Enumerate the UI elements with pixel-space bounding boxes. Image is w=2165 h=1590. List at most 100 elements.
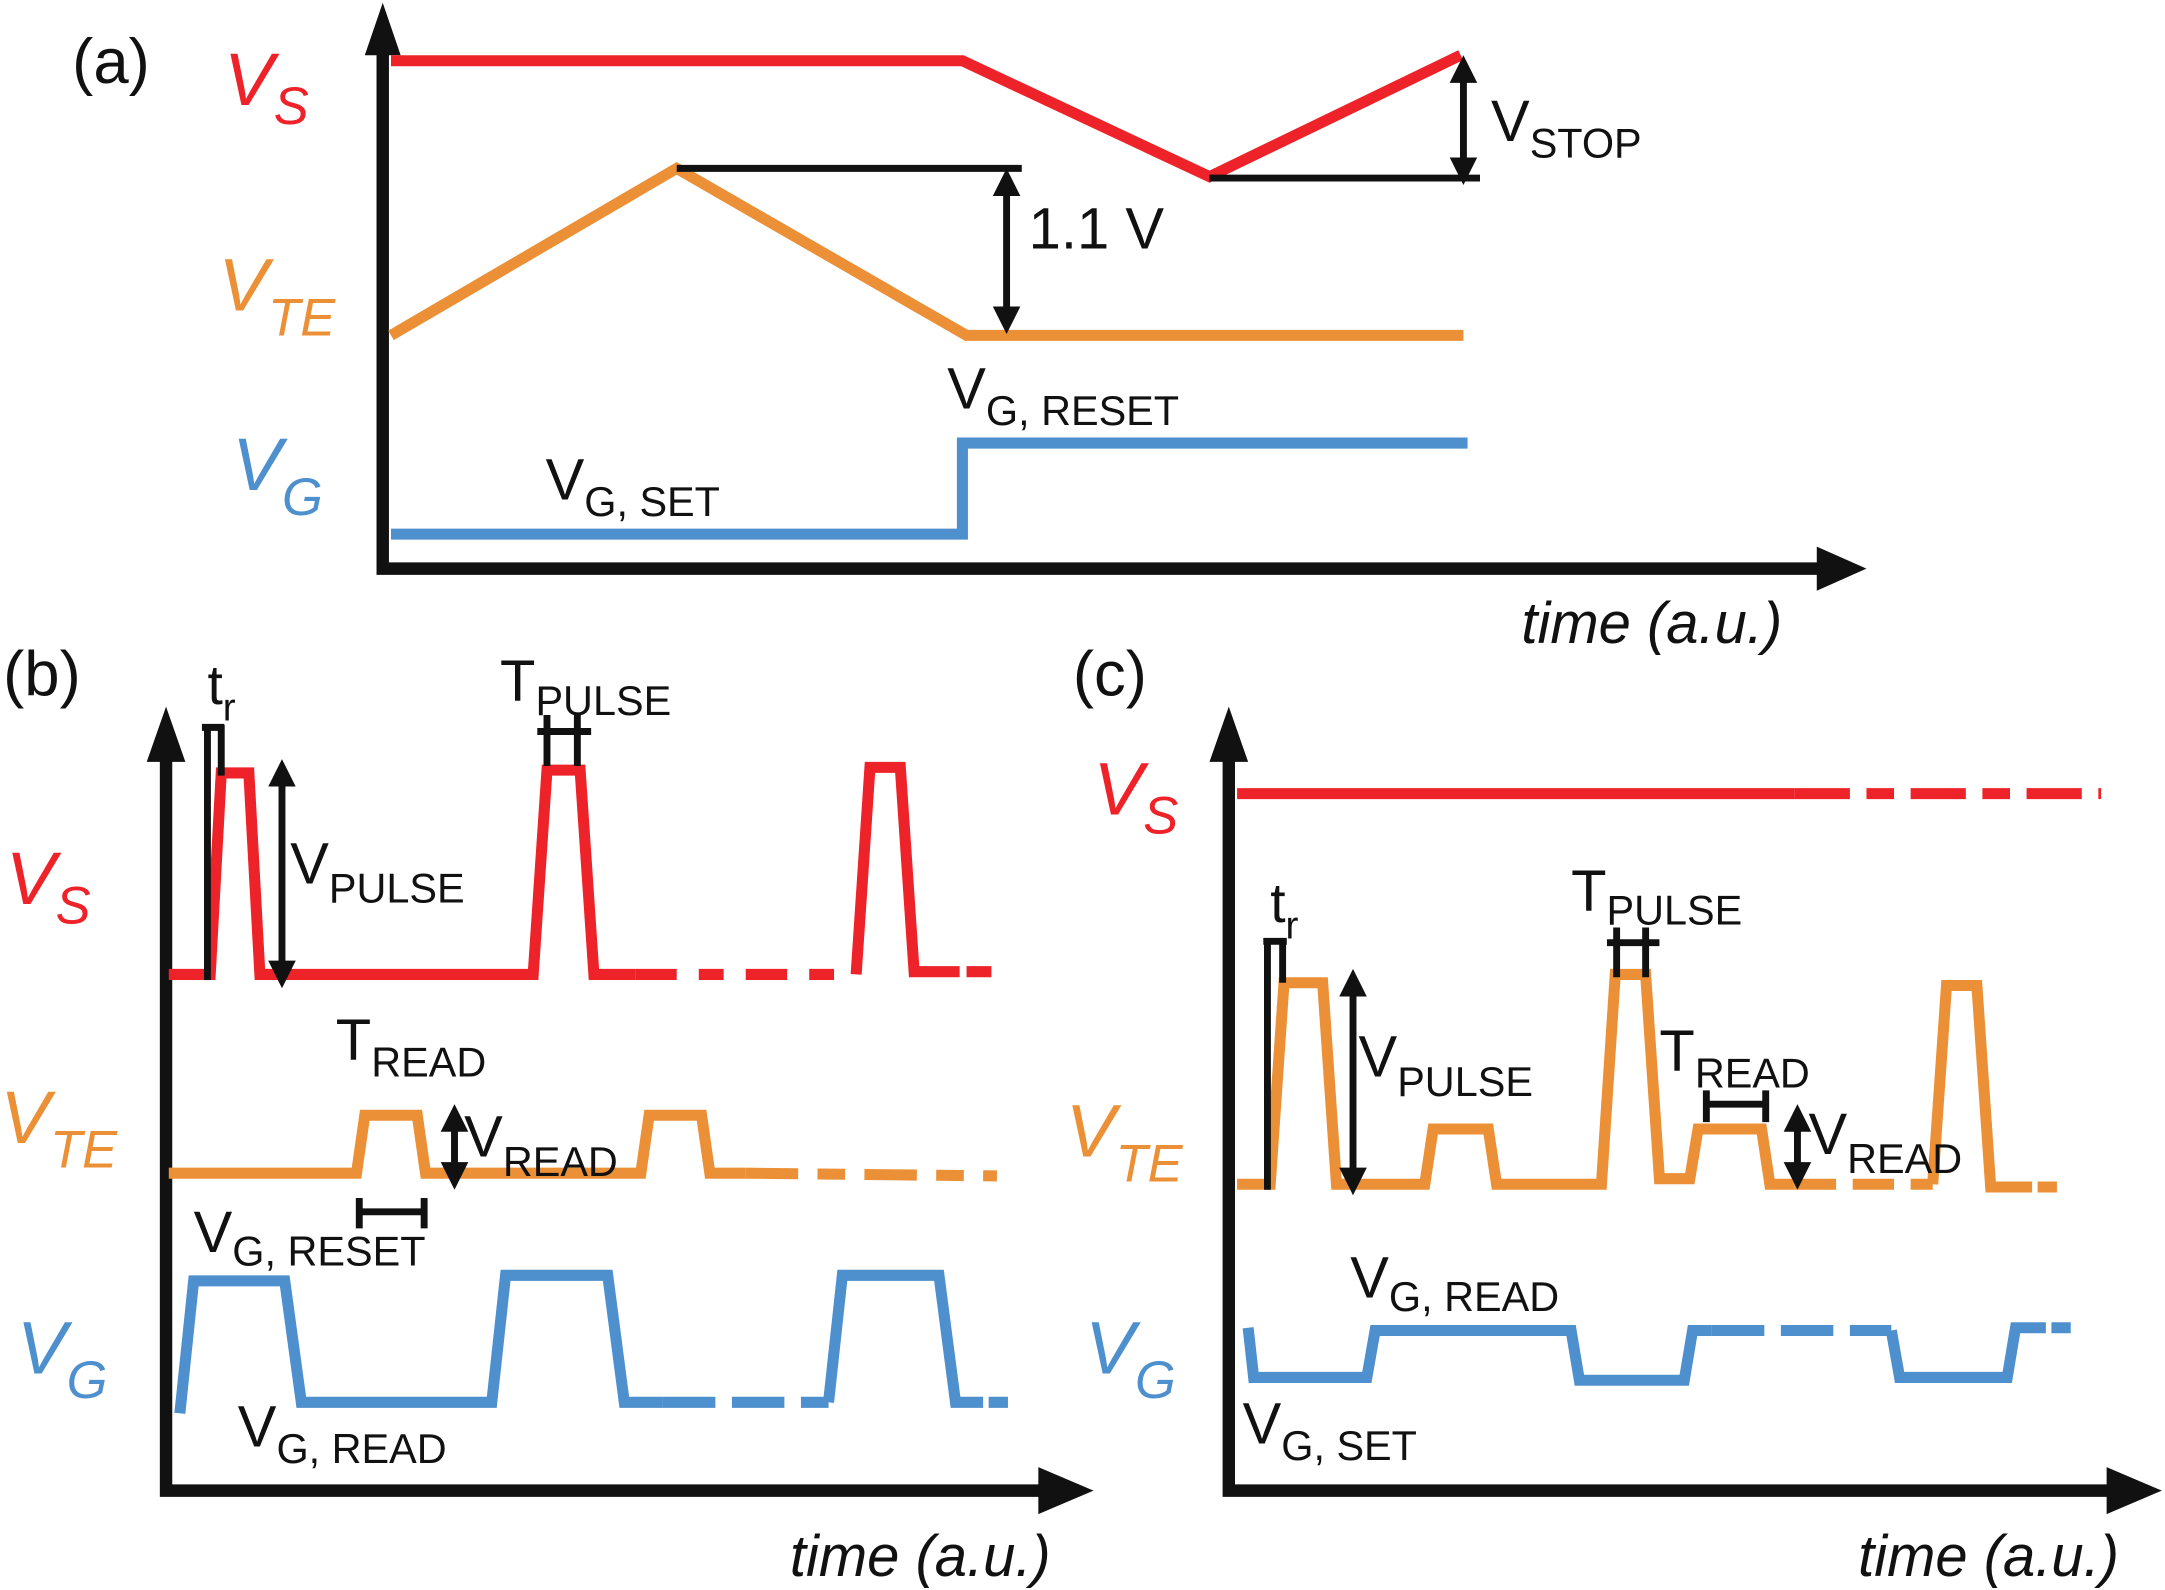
b-tpulse-sub: PULSE <box>535 678 671 724</box>
b-vread-v: V <box>464 1106 503 1170</box>
c-vgread-v: V <box>1350 1246 1389 1310</box>
c-vread-sub: READ <box>1847 1136 1962 1182</box>
vg-sub: G <box>282 469 323 527</box>
vstop-sub: STOP <box>1530 120 1642 166</box>
panel-b-x-arrowhead <box>1038 1467 1094 1515</box>
panel-a-vstop-label: VSTOP <box>1491 90 1642 167</box>
c-vgset-sub: G, SET <box>1281 1423 1417 1469</box>
panel-c-vg-read-label: VG, READ <box>1350 1246 1559 1320</box>
panel-a-xlabel: time (a.u.) <box>1521 592 1782 656</box>
c-vg-v: V <box>1085 1306 1141 1389</box>
vs-sub: S <box>274 78 309 136</box>
panel-b-y-arrowhead <box>146 706 186 762</box>
c-vgread-sub: G, READ <box>1389 1274 1559 1320</box>
c-tread-sub: READ <box>1695 1051 1810 1097</box>
panel-c-waves <box>1237 788 2102 1386</box>
c-vte-v: V <box>1066 1090 1122 1173</box>
panel-c-vte-wave-pulse3 <box>1927 979 2033 1193</box>
panel-b-tpulse-label: TPULSE <box>500 650 671 724</box>
b-vgread-sub: G, READ <box>276 1426 446 1472</box>
c-vpulse-sub: PULSE <box>1397 1059 1533 1105</box>
vg-v: V <box>232 423 288 506</box>
b-vg-sub: G <box>67 1352 108 1410</box>
b-vs-sub: S <box>56 877 91 935</box>
panel-c-tread-label: TREAD <box>1659 1020 1809 1097</box>
panel-a: (a) time (a.u.) VS VTE VG 1.1 V VSTOP VG… <box>72 2 1867 656</box>
panel-a-x-arrowhead <box>1816 546 1867 591</box>
panel-b-tr-label: tr <box>207 654 235 730</box>
panel-c-tag: (c) <box>1073 640 1147 710</box>
panel-c-vg-wave <box>1242 1325 1712 1386</box>
panel-a-tag: (a) <box>72 27 150 97</box>
panel-c-axes <box>1222 759 2113 1497</box>
b-vgread-v: V <box>238 1395 277 1459</box>
c-vte-sub: TE <box>1116 1135 1184 1193</box>
vte-sub: TE <box>268 289 336 347</box>
c-vs-sub: S <box>1143 788 1178 846</box>
vte-v: V <box>218 244 274 327</box>
c-tr-t: t <box>1270 872 1285 934</box>
panel-c-vread-label: VREAD <box>1808 1103 1962 1182</box>
panel-c-tr-label: tr <box>1270 872 1298 948</box>
panel-b-vs-wave-pulse3 <box>850 761 960 978</box>
c-tpulse-sub: PULSE <box>1607 888 1743 934</box>
panel-c-vte-label: VTE <box>1066 1090 1184 1194</box>
c-tr-sub: r <box>1286 905 1299 948</box>
b-vgreset-sub: G, RESET <box>232 1229 425 1275</box>
panel-a-vg-reset-label: VG, RESET <box>947 358 1179 435</box>
panel-c-xlabel: time (a.u.) <box>1858 1525 2119 1589</box>
panel-a-1v1-label: 1.1 V <box>1029 197 1165 261</box>
panel-c-vg-wave-pulse3 <box>1885 1322 2046 1383</box>
panel-b-vg-wave-pulse3 <box>823 1269 984 1408</box>
panel-c-vs-label: VS <box>1094 747 1179 845</box>
panel-a-vte-label: VTE <box>218 244 336 348</box>
b-vpulse-v: V <box>290 832 329 896</box>
panel-c-x-arrowhead <box>2106 1467 2162 1515</box>
panel-c-vte-wave <box>1237 968 1795 1190</box>
panel-b-vg-reset-label: VG, RESET <box>194 1201 426 1275</box>
panel-b-axes <box>159 759 1047 1497</box>
b-vte-v: V <box>0 1076 56 1159</box>
vgreset-v: V <box>947 358 986 422</box>
b-vte-sub: TE <box>50 1122 118 1180</box>
panel-b-vg-wave <box>174 1269 663 1414</box>
panel-c-vg-set-label: VG, SET <box>1243 1393 1417 1470</box>
panel-b-xlabel: time (a.u.) <box>790 1525 1051 1589</box>
svg-text:VS: VS <box>224 38 309 136</box>
panel-a-axes <box>376 52 1823 575</box>
svg-text:VTE: VTE <box>218 244 336 348</box>
panel-b-vpulse-label: VPULSE <box>290 832 464 911</box>
panel-b-vs-wave <box>168 764 636 980</box>
panel-c-tpulse-label: TPULSE <box>1571 860 1742 934</box>
panel-c-vpulse-label: VPULSE <box>1359 1026 1533 1105</box>
panel-c: (c) time (a.u.) VS VTE VG tr VPULSE TPUL… <box>1066 640 2162 1589</box>
panel-b-vread-label: VREAD <box>464 1106 618 1185</box>
panel-a-vg-label: VG <box>232 423 323 527</box>
panel-c-y-arrowhead <box>1209 706 1249 762</box>
panel-b-tread-label: TREAD <box>336 1009 486 1086</box>
b-tread-sub: READ <box>371 1040 486 1086</box>
panel-b-vte-wave-dashed <box>745 1167 997 1182</box>
panel-a-vg-wave <box>391 437 1468 540</box>
c-tread-t: T <box>1659 1020 1694 1084</box>
b-tpulse-t: T <box>500 650 535 714</box>
panel-b: (b) time (a.u.) VS VTE VG tr VPULSE TPUL… <box>0 640 1094 1589</box>
b-tr-sub: r <box>223 686 236 729</box>
c-vread-v: V <box>1808 1103 1847 1167</box>
c-vs-v: V <box>1094 747 1150 830</box>
vstop-v: V <box>1491 90 1530 154</box>
vgreset-sub: G, RESET <box>986 388 1179 434</box>
c-tpulse-t: T <box>1571 860 1606 924</box>
panel-b-waves <box>168 761 1022 1414</box>
panel-b-vte-label: VTE <box>0 1076 118 1180</box>
b-tr-t: t <box>207 654 222 716</box>
vgset-v: V <box>546 449 585 513</box>
panel-b-vs-label: VS <box>6 837 91 935</box>
panel-a-y-arrowhead <box>364 2 401 56</box>
c-vgset-v: V <box>1243 1393 1282 1457</box>
c-vpulse-v: V <box>1359 1026 1398 1090</box>
vs-v: V <box>224 38 280 121</box>
b-vs-v: V <box>6 837 62 920</box>
vgset-sub: G, SET <box>584 479 720 525</box>
panel-b-vg-read-label: VG, READ <box>238 1395 447 1472</box>
